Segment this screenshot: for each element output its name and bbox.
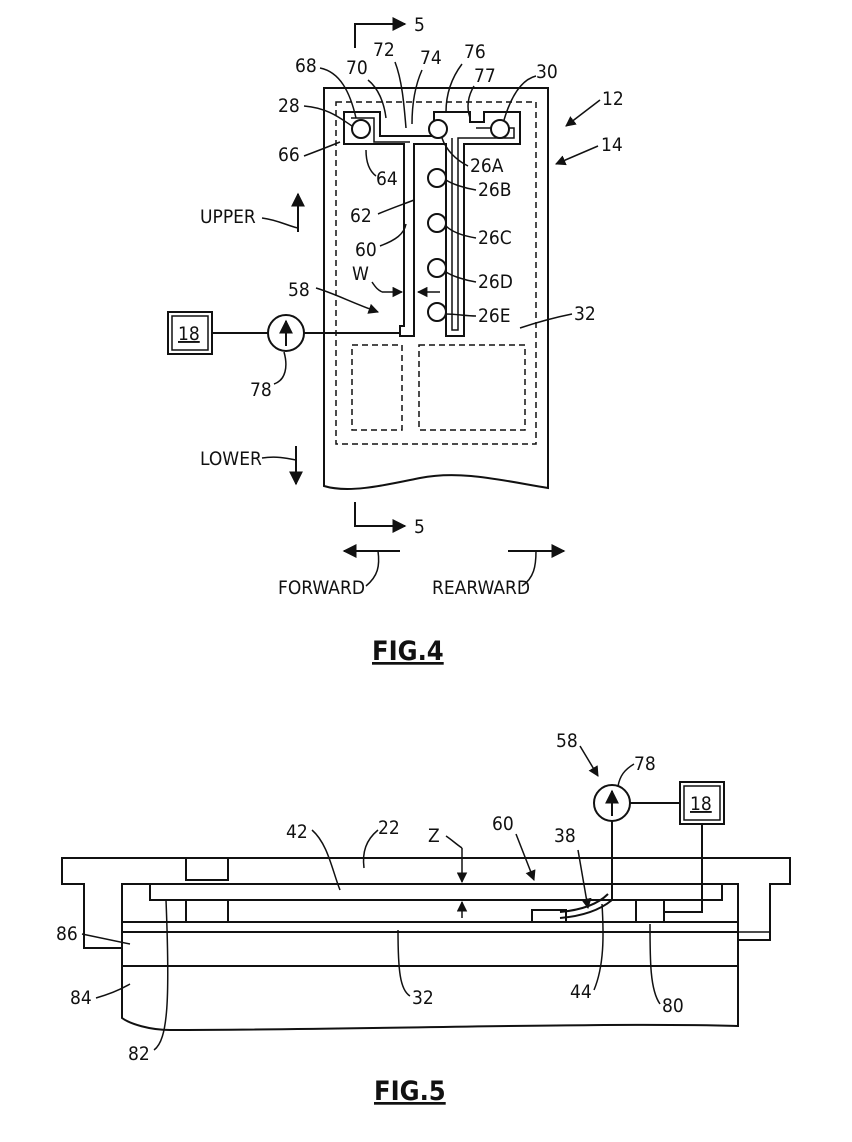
svg-text:60: 60 — [355, 239, 377, 261]
section-marker-top: 5 — [354, 14, 425, 48]
controller-label: 18 — [690, 793, 712, 815]
svg-text:38: 38 — [554, 825, 576, 847]
sensor-28 — [351, 119, 371, 139]
direction-forward: FORWARD — [278, 544, 400, 599]
svg-text:58: 58 — [288, 279, 310, 301]
figure-5-caption: FIG.5 — [374, 1076, 446, 1107]
svg-text:86: 86 — [56, 923, 78, 945]
figure-5: Z 18 58 78 42 22 60 38 — [56, 730, 791, 1107]
svg-text:72: 72 — [373, 39, 395, 61]
svg-text:78: 78 — [250, 379, 272, 401]
svg-text:74: 74 — [420, 47, 442, 69]
section-label: 5 — [414, 14, 425, 36]
controller-18-fig5: 18 — [679, 781, 725, 825]
panel-32 — [121, 921, 739, 1032]
figure-4-caption: FIG.4 — [372, 636, 444, 667]
svg-text:62: 62 — [350, 205, 372, 227]
component-box-right — [418, 344, 526, 431]
svg-text:26D: 26D — [478, 271, 513, 293]
sensor-26d — [427, 258, 447, 278]
svg-text:78: 78 — [634, 753, 656, 775]
rearward-label: REARWARD — [432, 577, 530, 599]
dimension-w-label: W — [352, 263, 369, 285]
dimension-z-label: Z — [428, 825, 440, 847]
svg-text:28: 28 — [278, 95, 300, 117]
svg-text:68: 68 — [295, 55, 317, 77]
section-label: 5 — [414, 516, 425, 538]
svg-text:26E: 26E — [478, 305, 511, 327]
direction-upper: UPPER — [200, 192, 305, 232]
reference-labels-fig5: 58 78 42 22 60 38 86 84 32 44 80 82 — [56, 730, 684, 1065]
component-box-left — [351, 344, 403, 431]
svg-text:14: 14 — [601, 134, 623, 156]
svg-text:22: 22 — [378, 817, 400, 839]
svg-text:70: 70 — [346, 57, 368, 79]
figure-4: 5 5 W — [167, 14, 624, 667]
svg-text:32: 32 — [574, 303, 596, 325]
direction-rearward: REARWARD — [432, 544, 566, 599]
svg-text:82: 82 — [128, 1043, 150, 1065]
door-panel — [323, 87, 549, 490]
sensor-26a — [428, 119, 448, 139]
svg-text:26C: 26C — [478, 227, 512, 249]
svg-text:64: 64 — [376, 168, 398, 190]
controller-18: 18 — [167, 311, 213, 355]
width-dimension: W — [352, 263, 440, 298]
section-marker-bottom: 5 — [354, 502, 425, 538]
svg-text:77: 77 — [474, 65, 496, 87]
trace-pad-38 — [531, 909, 567, 923]
sensor-26e — [427, 302, 447, 322]
reference-labels: 68 70 72 74 76 77 30 12 14 28 66 64 26A — [250, 39, 624, 401]
svg-text:60: 60 — [492, 813, 514, 835]
sensor-78-fig5 — [593, 784, 631, 822]
svg-text:42: 42 — [286, 821, 308, 843]
gap-dimension-z: Z — [428, 825, 468, 918]
svg-text:32: 32 — [412, 987, 434, 1009]
direction-lower: LOWER — [200, 446, 303, 486]
controller-label: 18 — [178, 323, 200, 345]
bezel-22 — [61, 857, 791, 949]
svg-text:12: 12 — [602, 88, 624, 110]
svg-text:30: 30 — [536, 61, 558, 83]
post-left-lower — [185, 899, 229, 923]
sensor-30 — [490, 119, 510, 139]
post-left — [185, 857, 229, 881]
svg-text:66: 66 — [278, 144, 300, 166]
upper-label: UPPER — [200, 206, 256, 228]
element-80 — [635, 899, 665, 923]
svg-text:44: 44 — [570, 981, 592, 1003]
sensor-26b — [427, 168, 447, 188]
svg-text:80: 80 — [662, 995, 684, 1017]
sensor-78 — [267, 314, 305, 352]
svg-text:76: 76 — [464, 41, 486, 63]
svg-text:26A: 26A — [470, 155, 504, 177]
lower-label: LOWER — [200, 448, 262, 470]
svg-text:26B: 26B — [478, 179, 511, 201]
trim-boundary — [335, 101, 537, 445]
svg-text:84: 84 — [70, 987, 92, 1009]
cover-layer-42 — [149, 883, 723, 901]
sensor-26c — [427, 213, 447, 233]
forward-label: FORWARD — [278, 577, 365, 599]
svg-text:58: 58 — [556, 730, 578, 752]
